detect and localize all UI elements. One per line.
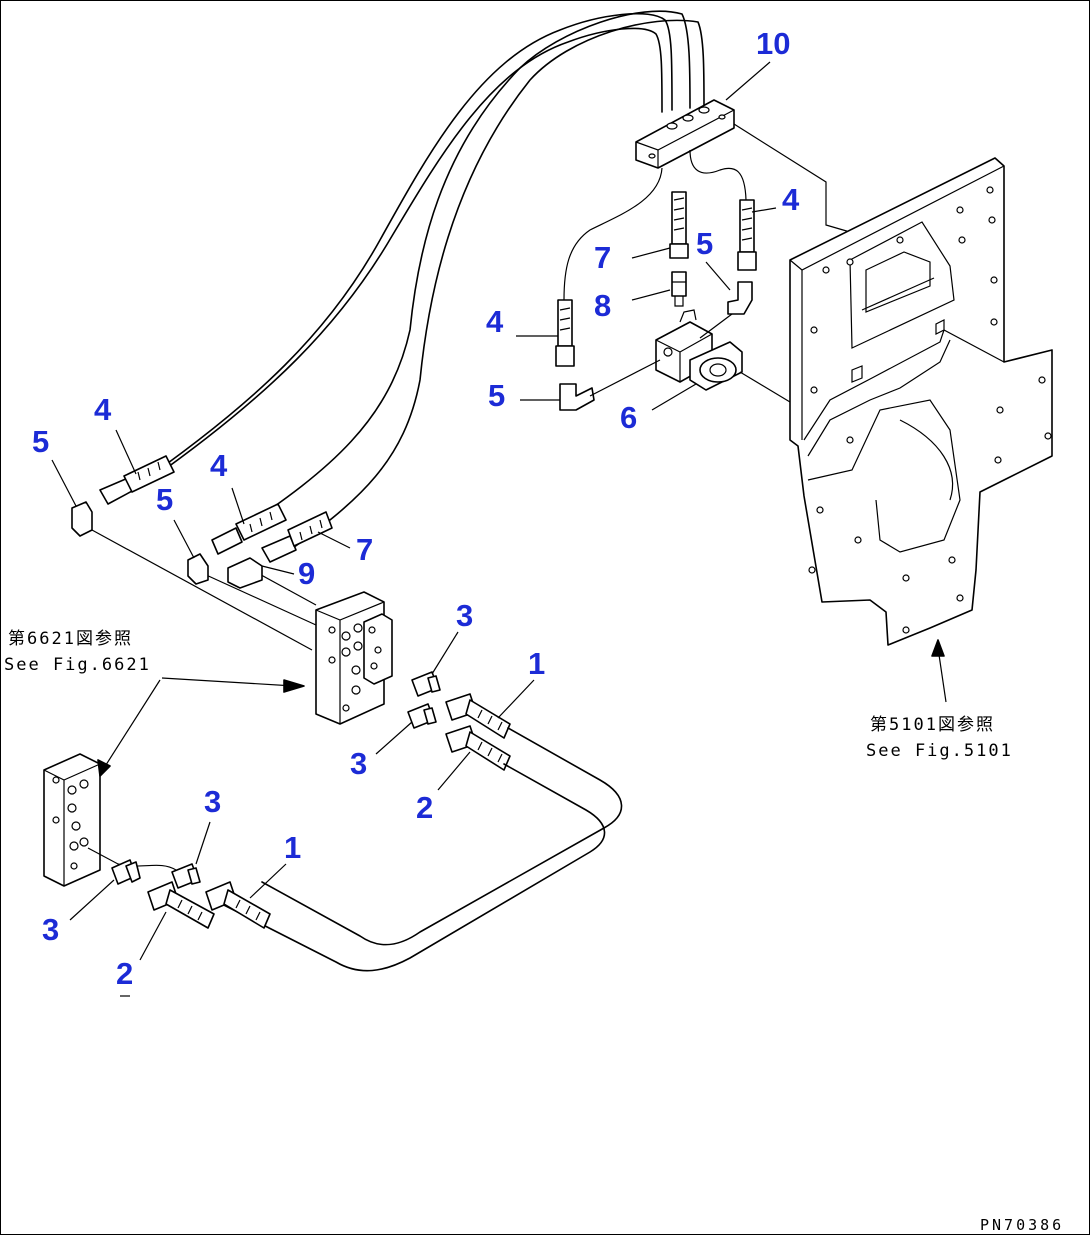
hose-4-left-end	[99, 455, 175, 505]
callout-5: 5	[156, 482, 173, 517]
drawing-code: PN70386	[980, 1216, 1064, 1234]
elbow-5-right	[727, 281, 753, 315]
callout-4: 4	[210, 448, 228, 483]
hose-2-lower-end	[147, 881, 215, 929]
plug-9	[227, 557, 263, 589]
distribution-block-10	[635, 99, 735, 169]
mounting-plate	[789, 157, 1053, 646]
elbow-5-bottom	[559, 383, 595, 411]
adapter-3-upper	[411, 671, 441, 697]
manifold-block-lower	[43, 753, 101, 887]
hose-4-upper-right	[737, 199, 757, 271]
manifold-block-upper	[315, 591, 393, 725]
elbow-5-mid	[187, 553, 209, 585]
fitting-8	[671, 271, 687, 307]
callout-5: 5	[488, 378, 505, 413]
figure-references: 第6621図参照 See Fig.6621 第5101図参照 See Fig.5…	[4, 629, 1013, 761]
callout-7: 7	[356, 532, 373, 567]
callout-3: 3	[350, 746, 367, 781]
upper-hose-bundle	[129, 10, 705, 551]
callout-1: 1	[284, 830, 301, 865]
adapter-3-lower-mid	[171, 863, 201, 889]
ref-fig6621-en: See Fig.6621	[4, 655, 151, 675]
callout-2: 2	[416, 790, 433, 825]
pump-6	[655, 309, 743, 391]
callout-9: 9	[298, 556, 315, 591]
lower-hose-loop	[213, 727, 623, 972]
reference-arrows	[97, 639, 947, 777]
callout-7: 7	[594, 240, 611, 275]
hose-1-lower-end	[205, 881, 271, 929]
callout-3: 3	[456, 598, 473, 633]
hose-4-mid-end	[211, 503, 287, 555]
ref-fig5101-en: See Fig.5101	[866, 741, 1013, 761]
callout-10: 10	[756, 26, 790, 61]
callout-2: 2	[116, 956, 133, 991]
callout-4: 4	[94, 392, 112, 427]
ref-fig6621-jp: 第6621図参照	[8, 629, 133, 649]
leader-lines	[51, 61, 777, 997]
adapter-3-lower	[407, 703, 437, 729]
hose-2-upper-end	[445, 725, 511, 771]
hose-1-upper-end	[445, 693, 511, 739]
callout-4: 4	[486, 304, 504, 339]
callouts: 10 4 5 7 8 4 5 6 5 4 5 4 7 9 3 1 3 2 3 1…	[32, 26, 800, 991]
callout-3: 3	[42, 912, 59, 947]
callout-3: 3	[204, 784, 221, 819]
adapter-3-lower-left	[111, 859, 141, 885]
callout-5: 5	[696, 226, 713, 261]
callout-5: 5	[32, 424, 49, 459]
hose-7-upper	[669, 191, 689, 259]
hose-7-lower	[261, 511, 333, 563]
callout-6: 6	[620, 400, 637, 435]
callout-1: 1	[528, 646, 545, 681]
elbow-5-far-left	[71, 501, 93, 537]
callout-8: 8	[594, 288, 611, 323]
hose-4-left	[555, 299, 575, 367]
callout-4: 4	[782, 182, 800, 217]
ref-fig5101-jp: 第5101図参照	[870, 715, 995, 735]
